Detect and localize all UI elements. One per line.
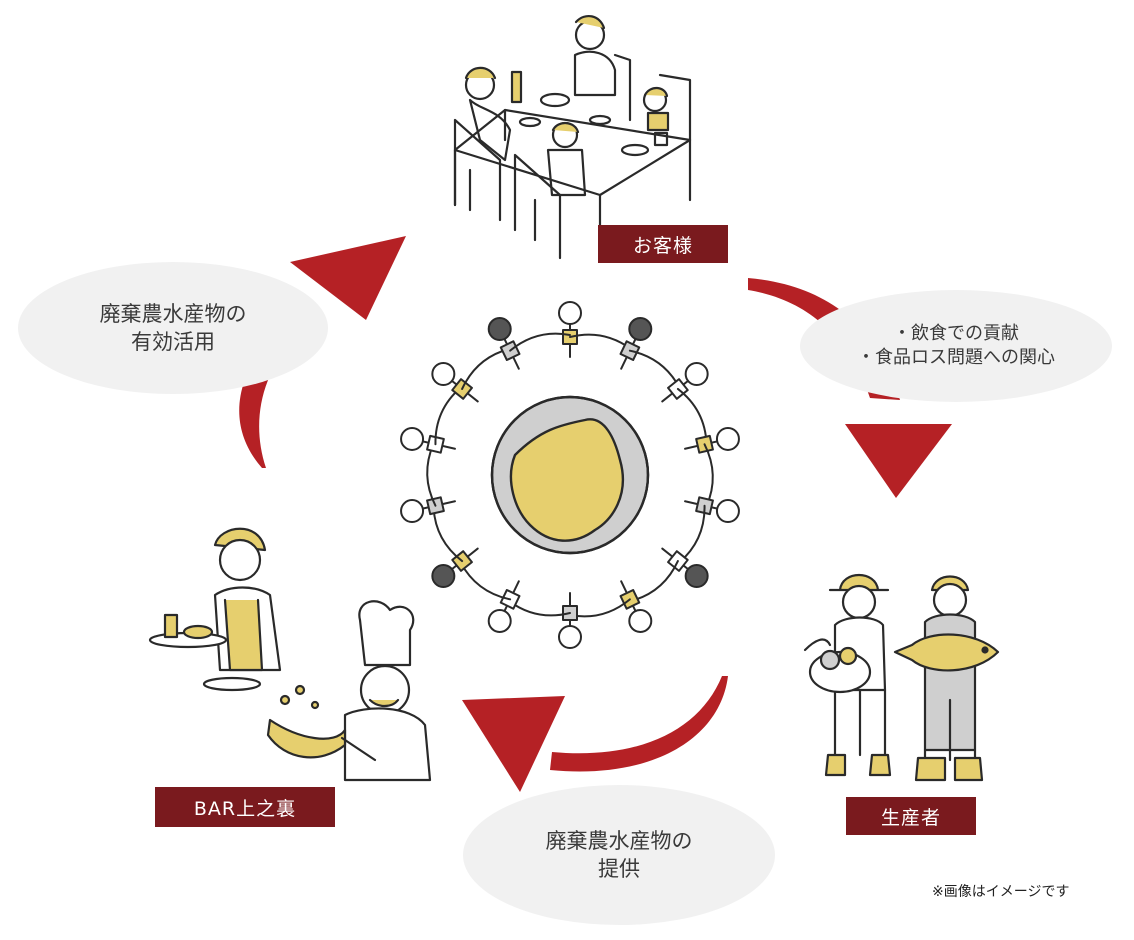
customer-tag: お客様 — [598, 225, 728, 263]
image-note: ※画像はイメージです — [932, 884, 1070, 900]
person-figure — [629, 547, 709, 603]
person-figure — [459, 561, 521, 633]
customer-label: お客様 — [632, 234, 693, 257]
provide-line-2: 提供 — [598, 857, 640, 881]
contribution-bubble: ・飲食での貢献 ・食品ロス問題への関心 — [800, 290, 1112, 402]
contribution-line-2: ・食品ロス問題への関心 — [857, 347, 1055, 368]
use-line-2: 有効活用 — [131, 330, 215, 354]
person-figure — [400, 386, 462, 454]
person-figure — [508, 592, 582, 649]
person-figure — [684, 426, 740, 508]
bar-label: BAR上之裏 — [193, 797, 297, 820]
use-line-1: 廃棄農水産物の — [99, 301, 247, 326]
arrow-producer-to-bar-icon — [462, 676, 728, 792]
bar-tag: BAR上之裏 — [155, 787, 335, 827]
arrow-bar-to-customer-icon — [239, 236, 406, 468]
person-figure — [558, 301, 632, 358]
use-bubble: 廃棄農水産物の 有効活用 — [18, 262, 328, 394]
producer-tag: 生産者 — [846, 797, 976, 835]
contribution-line-1: ・飲食での貢献 — [893, 322, 1019, 344]
provide-line-1: 廃棄農水産物の — [545, 828, 693, 853]
provide-bubble: 廃棄農水産物の 提供 — [463, 785, 775, 925]
producer-label: 生産者 — [880, 806, 941, 829]
person-figure — [487, 317, 571, 370]
person-figure — [431, 347, 511, 403]
